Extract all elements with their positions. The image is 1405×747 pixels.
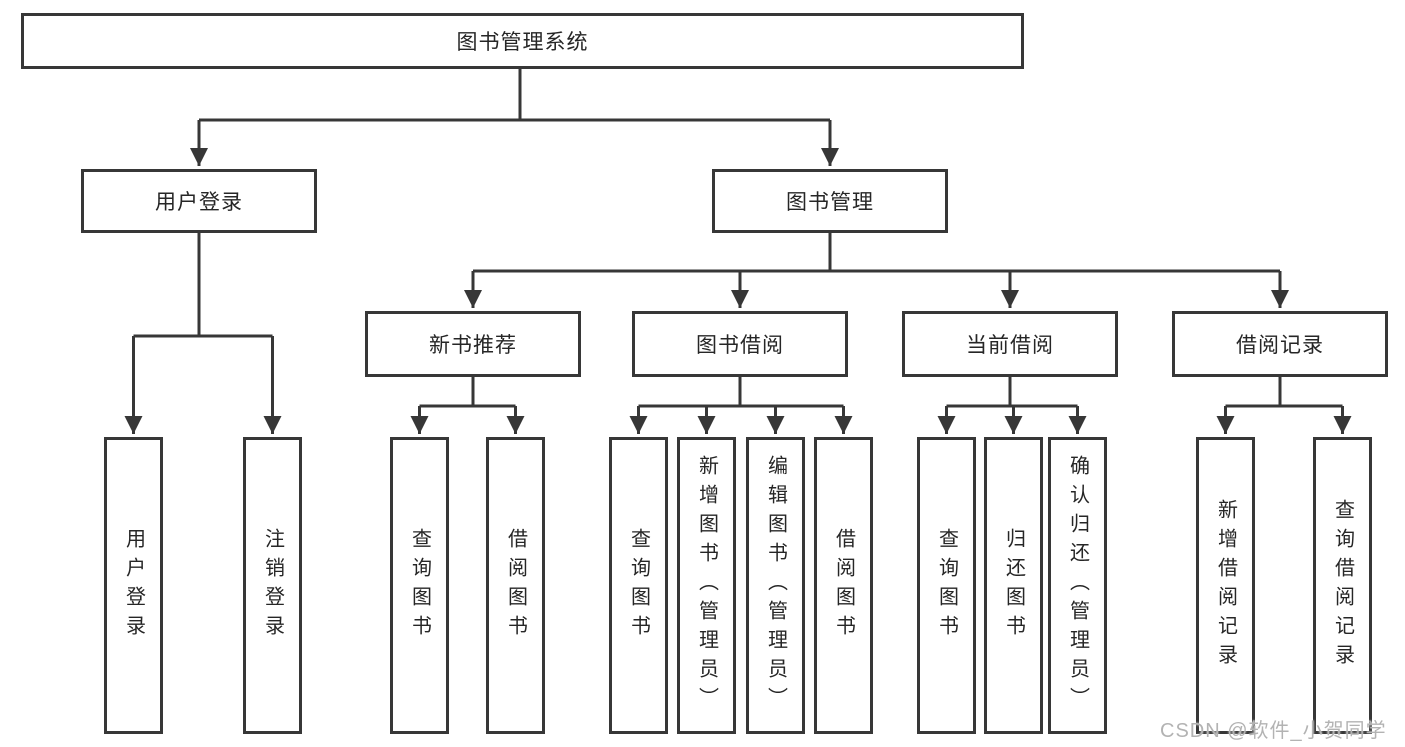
node-leaf-cb-query-books: 查询图书 bbox=[917, 437, 976, 734]
node-leaf-bb-add-books-admin-label: 新增图书（管理员） bbox=[695, 455, 718, 716]
node-book-borrowing: 图书借阅 bbox=[632, 311, 848, 377]
node-leaf-cb-confirm-return-admin: 确认归还（管理员） bbox=[1048, 437, 1107, 734]
node-leaf-user-login-label: 用户登录 bbox=[122, 527, 145, 644]
node-leaf-bb-edit-books-admin-label: 编辑图书（管理员） bbox=[764, 455, 787, 716]
node-leaf-cb-return-books-label: 归还图书 bbox=[1002, 527, 1025, 644]
node-current-borrowing: 当前借阅 bbox=[902, 311, 1118, 377]
node-borrow-records: 借阅记录 bbox=[1172, 311, 1388, 377]
node-book-management: 图书管理 bbox=[712, 169, 948, 233]
node-book-management-label: 图书管理 bbox=[786, 191, 874, 214]
node-leaf-rec-borrow-books: 借阅图书 bbox=[486, 437, 545, 734]
node-leaf-logout: 注销登录 bbox=[243, 437, 302, 734]
node-leaf-rec-query-books-label: 查询图书 bbox=[408, 527, 431, 644]
node-leaf-user-login: 用户登录 bbox=[104, 437, 163, 734]
node-leaf-bb-query-books-label: 查询图书 bbox=[627, 527, 650, 644]
node-new-book-recommend: 新书推荐 bbox=[365, 311, 581, 377]
node-leaf-br-add-record-label: 新增借阅记录 bbox=[1214, 498, 1237, 673]
node-leaf-br-add-record: 新增借阅记录 bbox=[1196, 437, 1255, 734]
node-root-label: 图书管理系统 bbox=[456, 31, 589, 54]
node-leaf-rec-query-books: 查询图书 bbox=[390, 437, 449, 734]
node-leaf-bb-edit-books-admin: 编辑图书（管理员） bbox=[746, 437, 805, 734]
node-user-login-label: 用户登录 bbox=[155, 191, 243, 214]
node-book-borrowing-label: 图书借阅 bbox=[696, 334, 784, 357]
node-leaf-logout-label: 注销登录 bbox=[261, 527, 284, 644]
node-leaf-cb-return-books: 归还图书 bbox=[984, 437, 1043, 734]
node-leaf-rec-borrow-books-label: 借阅图书 bbox=[504, 527, 527, 644]
csdn-watermark: CSDN @软件_小贺同学 bbox=[1160, 720, 1387, 742]
node-leaf-bb-borrow-books: 借阅图书 bbox=[814, 437, 873, 734]
node-leaf-bb-query-books: 查询图书 bbox=[609, 437, 668, 734]
node-current-borrowing-label: 当前借阅 bbox=[966, 334, 1054, 357]
node-leaf-br-query-record-label: 查询借阅记录 bbox=[1331, 498, 1354, 673]
node-borrow-records-label: 借阅记录 bbox=[1236, 334, 1324, 357]
node-leaf-bb-add-books-admin: 新增图书（管理员） bbox=[677, 437, 736, 734]
node-leaf-cb-query-books-label: 查询图书 bbox=[935, 527, 958, 644]
node-user-login: 用户登录 bbox=[81, 169, 317, 233]
node-leaf-br-query-record: 查询借阅记录 bbox=[1313, 437, 1372, 734]
node-root: 图书管理系统 bbox=[21, 13, 1024, 69]
node-leaf-bb-borrow-books-label: 借阅图书 bbox=[832, 527, 855, 644]
node-leaf-cb-confirm-return-admin-label: 确认归还（管理员） bbox=[1066, 455, 1089, 716]
node-new-book-recommend-label: 新书推荐 bbox=[429, 334, 517, 357]
